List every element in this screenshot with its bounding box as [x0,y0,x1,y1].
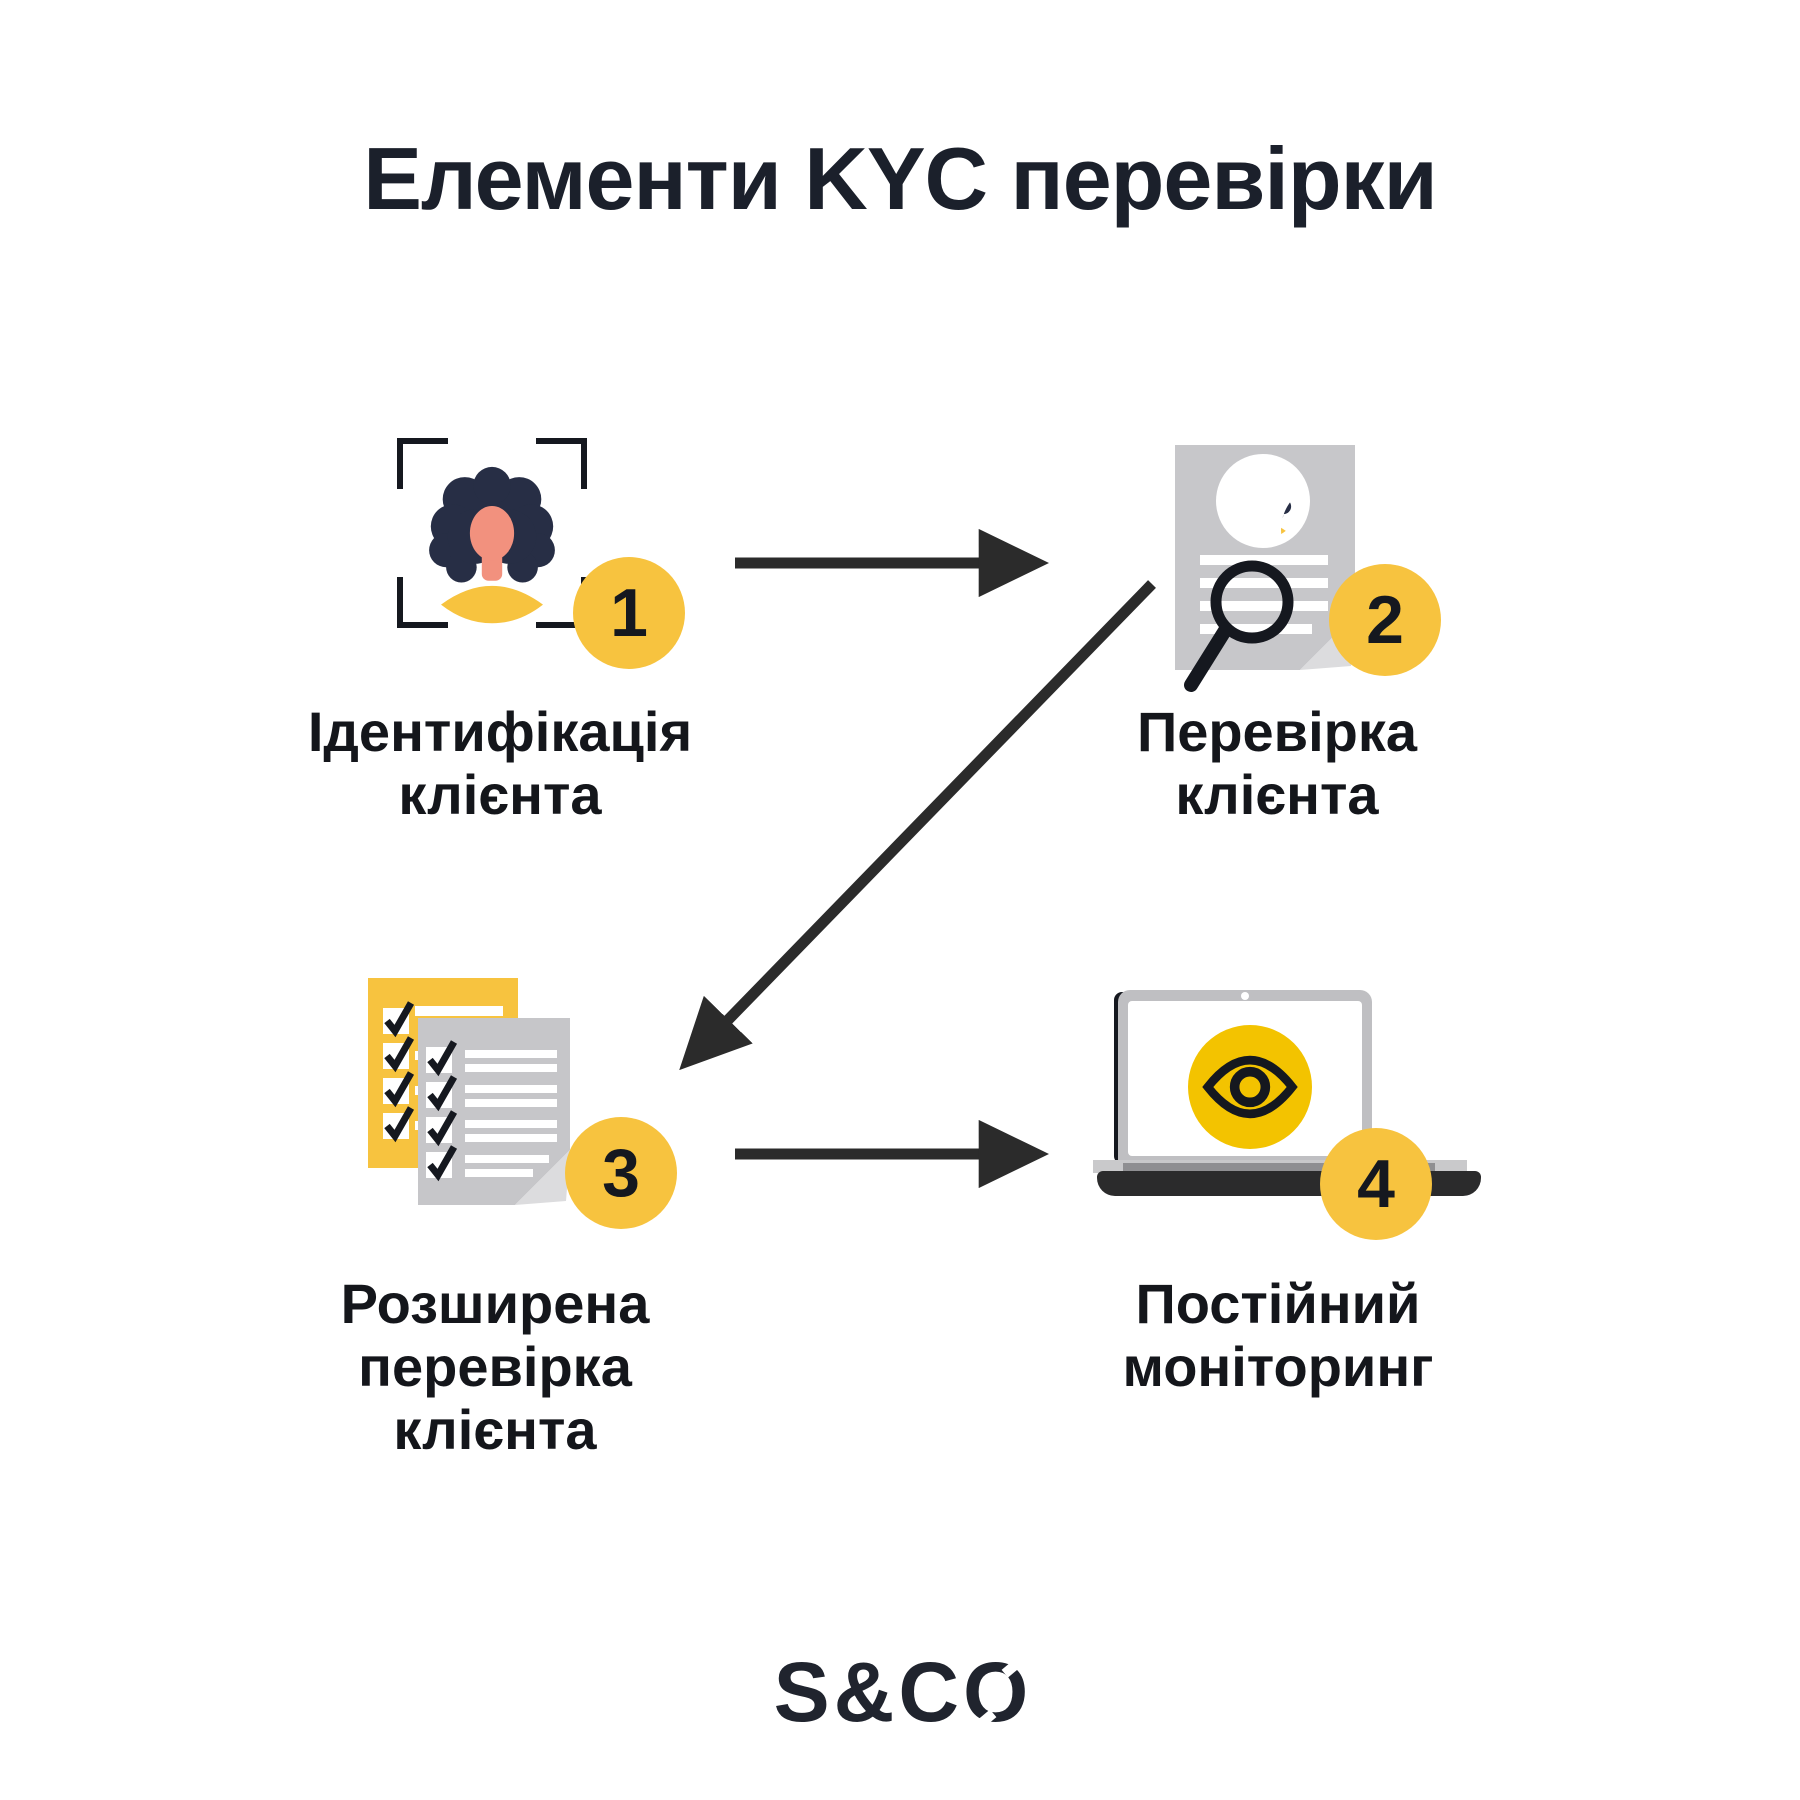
step-label-3: Розширена перевірка клієнта [255,1272,735,1461]
face-scan-icon [397,438,587,628]
step-label-4: Постійний моніторинг [1078,1272,1478,1398]
eye-icon [1202,1055,1298,1119]
scan-frame-corners [397,438,587,628]
laptop-webcam-dot [1241,992,1249,1000]
laptop-display [1128,1001,1362,1156]
checklist-gray-fold [515,1150,570,1205]
checklist-yellow-items [383,1001,428,1143]
step-number-badge-1: 1 [573,557,685,669]
step-label-2-line2: клієнта [1175,763,1379,826]
step-label-2: Перевірка клієнта [1077,700,1477,826]
photo-frame [1216,454,1310,548]
step-label-2-line1: Перевірка [1136,700,1418,763]
step-label-1-line2: клієнта [398,763,602,826]
step-label-3-line2: перевірка клієнта [358,1335,632,1461]
step-label-1-line1: Ідентифікація [307,700,693,763]
eye-iris [1229,1066,1271,1108]
checklist-yellow-line [415,1006,503,1016]
checklist-gray-items [426,1040,557,1182]
checklist-icon [368,978,570,1205]
magnifier-handle [1184,622,1233,692]
logo-text: S&CO [773,1645,1033,1739]
step-label-4-line2: моніторинг [1122,1335,1434,1398]
laptop-screen [1118,990,1372,1164]
page-title: Елементи KYC перевірки [363,129,1438,228]
check-marks [384,1001,415,1143]
client-avatar [429,466,555,624]
company-logo: S&CO [758,1645,1048,1740]
step-label-3-line1: Розширена [340,1272,650,1335]
magnifier-lens [1210,560,1294,644]
step-number-badge-3: 3 [565,1117,677,1229]
step-label-1: Ідентифікація клієнта [300,700,700,826]
step-number-badge-2: 2 [1329,564,1441,676]
arrow-step2-to-step3 [679,580,1156,1071]
step-number-badge-4: 4 [1320,1128,1432,1240]
step-label-4-line1: Постійний [1135,1272,1421,1335]
laptop-base-shadow [1123,1163,1435,1172]
eye-circle [1188,1025,1312,1149]
monitoring-laptop-icon [1085,980,1489,1215]
check-marks [427,1040,458,1182]
document-search-icon [1175,445,1355,692]
document-text-lines [1200,555,1328,634]
eye-outline [1202,1055,1298,1119]
